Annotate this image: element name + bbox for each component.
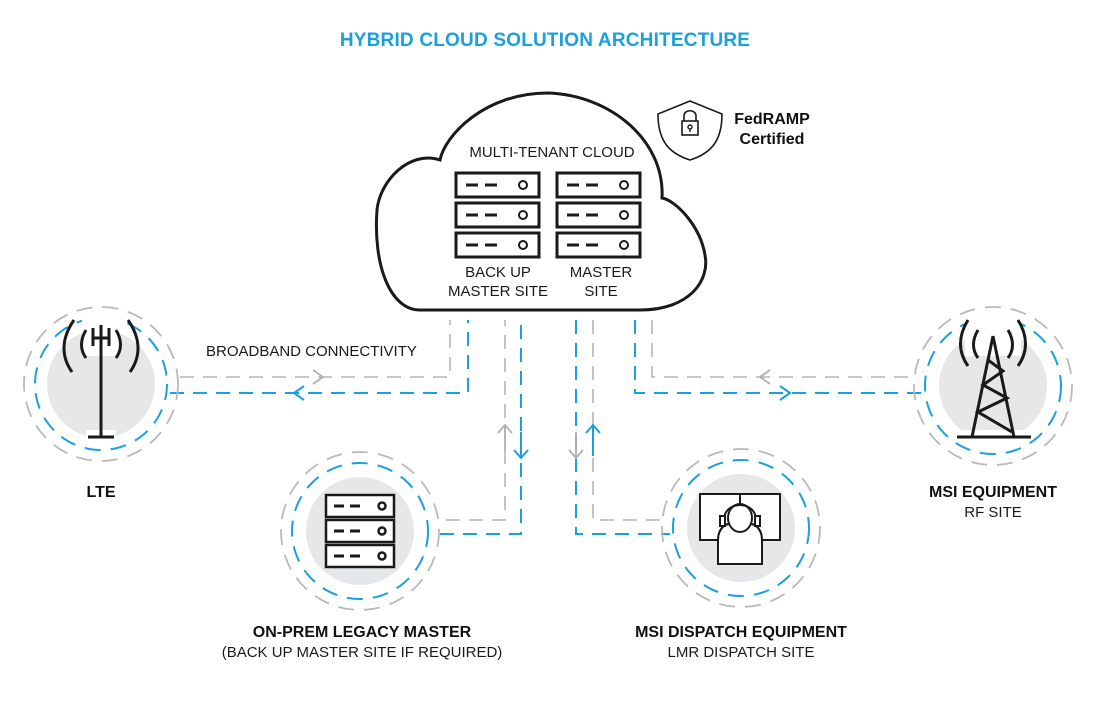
node-disc — [939, 332, 1047, 440]
shield-lock-icon — [657, 100, 723, 161]
lte-node: LTE — [23, 306, 179, 501]
dispatch-subtitle: LMR DISPATCH SITE — [668, 644, 815, 661]
diagram-title: HYBRID CLOUD SOLUTION ARCHITECTURE — [340, 30, 750, 51]
rf-downlink-line — [634, 320, 925, 394]
server-unit — [454, 231, 541, 259]
lte-title: LTE — [86, 484, 115, 501]
outer-ring — [913, 306, 1073, 466]
backup-master-server-stack — [454, 171, 541, 259]
inner-ring — [34, 317, 168, 451]
radio-tower-icon — [957, 316, 1031, 440]
outer-ring — [661, 448, 821, 608]
arrow-left-icon — [292, 385, 305, 401]
arrow-right-icon — [312, 369, 325, 385]
rf-site-subtitle: RF SITE — [964, 504, 1022, 521]
rf-uplink-line — [651, 320, 915, 378]
server-unit — [454, 171, 541, 199]
on-prem-title: ON-PREM LEGACY MASTER — [253, 624, 472, 641]
master-site-label-line1: MASTER — [570, 264, 633, 281]
lte-downlink-line — [170, 320, 469, 394]
server-unit — [454, 201, 541, 229]
arrow-right-icon — [779, 385, 792, 401]
arrow-down-icon — [568, 432, 584, 460]
rf-site-title: MSI EQUIPMENT — [929, 484, 1057, 501]
server-unit — [555, 201, 642, 229]
dispatch-downlink-line — [575, 320, 670, 535]
cloud-outline — [374, 91, 708, 312]
onprem-uplink-line — [446, 320, 506, 521]
server-stack-icon — [324, 493, 396, 569]
master-site-server-stack — [555, 171, 642, 259]
msi-dispatch-node: MSI DISPATCH EQUIPMENT LMR DISPATCH SITE — [635, 448, 847, 661]
arrow-down-icon — [513, 432, 529, 460]
cell-tower-icon — [62, 316, 140, 440]
broadband-connectivity-label: BROADBAND CONNECTIVITY — [206, 343, 417, 360]
outer-ring — [23, 306, 179, 462]
dispatch-title: MSI DISPATCH EQUIPMENT — [635, 624, 847, 641]
onprem-downlink-line — [440, 320, 522, 535]
arrow-up-icon — [497, 423, 513, 450]
connections — [170, 320, 925, 535]
arrow-left-icon — [758, 369, 771, 385]
outer-ring — [280, 451, 440, 611]
certified-label: Certified — [740, 131, 805, 148]
dispatcher-headset-icon — [699, 493, 781, 565]
on-prem-legacy-master-node: ON-PREM LEGACY MASTER (BACK UP MASTER SI… — [222, 451, 503, 661]
msi-rf-site-node: MSI EQUIPMENT RF SITE — [913, 306, 1073, 521]
server-unit — [555, 171, 642, 199]
lte-uplink-line — [180, 320, 451, 378]
backup-master-site-label-line2: MASTER SITE — [448, 283, 548, 300]
fedramp-badge: FedRAMP Certified — [657, 100, 810, 161]
inner-ring — [672, 459, 810, 597]
inner-ring — [291, 462, 429, 600]
master-site-label-line2: SITE — [584, 283, 617, 300]
server-unit — [555, 231, 642, 259]
on-prem-subtitle: (BACK UP MASTER SITE IF REQUIRED) — [222, 644, 503, 661]
backup-master-site-label-line1: BACK UP — [465, 264, 531, 281]
fedramp-label: FedRAMP — [734, 111, 810, 128]
multi-tenant-cloud: MULTI-TENANT CLOUD BACK UP MASTER SITE — [374, 91, 708, 312]
arrow-up-icon — [585, 423, 601, 456]
cloud-label: MULTI-TENANT CLOUD — [469, 144, 634, 161]
